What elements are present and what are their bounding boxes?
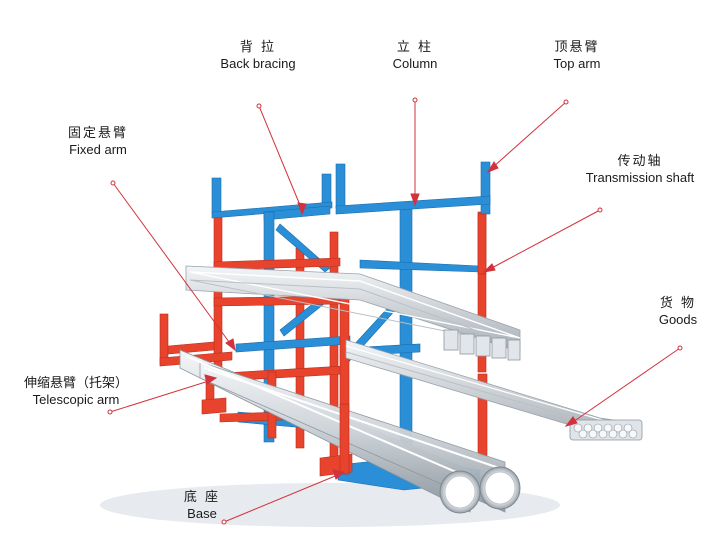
label-goods: 货 物 Goods bbox=[646, 296, 710, 329]
label-top-arm: 顶悬臂 Top arm bbox=[534, 40, 620, 73]
goods-large-pipes bbox=[179, 349, 521, 514]
label-telescopic-arm-en: Telescopic arm bbox=[32, 392, 120, 408]
label-top-arm-zh: 顶悬臂 bbox=[554, 40, 600, 55]
goods-middle-tubes bbox=[345, 339, 643, 441]
leader-lines bbox=[107, 97, 683, 525]
label-base-zh: 底 座 bbox=[183, 490, 221, 505]
label-column-zh: 立 柱 bbox=[396, 40, 434, 55]
label-column-en: Column bbox=[392, 56, 438, 72]
label-telescopic-arm: 伸缩悬臂（托架） Telescopic arm bbox=[2, 376, 150, 409]
label-top-arm-en: Top arm bbox=[553, 56, 601, 72]
label-column: 立 柱 Column bbox=[372, 40, 458, 73]
label-fixed-arm-zh: 固定悬臂 bbox=[67, 126, 128, 141]
label-goods-en: Goods bbox=[658, 312, 698, 328]
label-transmission-shaft-zh: 传动轴 bbox=[617, 154, 663, 169]
goods-upper-bars bbox=[185, 265, 521, 361]
label-transmission-shaft-en: Transmission shaft bbox=[585, 170, 695, 186]
label-fixed-arm-en: Fixed arm bbox=[69, 142, 127, 158]
label-telescopic-arm-zh: 伸缩悬臂（托架） bbox=[23, 376, 128, 391]
label-back-bracing-en: Back bracing bbox=[220, 56, 296, 72]
label-goods-zh: 货 物 bbox=[659, 296, 697, 311]
label-fixed-arm: 固定悬臂 Fixed arm bbox=[50, 126, 146, 159]
label-back-bracing-zh: 背 拉 bbox=[239, 40, 277, 55]
front-red-column bbox=[339, 403, 350, 475]
label-base: 底 座 Base bbox=[170, 490, 234, 523]
label-base-en: Base bbox=[187, 506, 217, 522]
label-back-bracing: 背 拉 Back bracing bbox=[200, 40, 316, 73]
label-transmission-shaft: 传动轴 Transmission shaft bbox=[572, 154, 708, 187]
